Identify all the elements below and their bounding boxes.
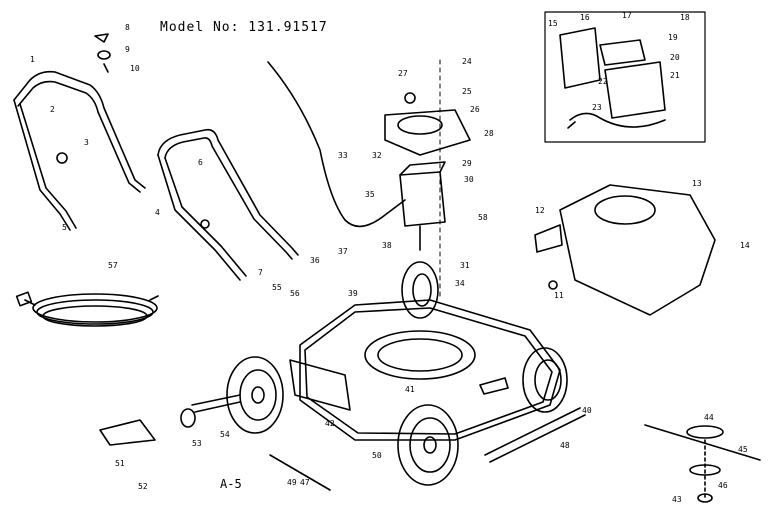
- callout-46: 46: [718, 481, 728, 490]
- callout-18: 18: [680, 13, 690, 22]
- hardware-knobs: [94, 33, 111, 73]
- upper-handle-part: [13, 70, 146, 231]
- callout-33: 33: [338, 151, 348, 160]
- callout-22: 22: [598, 77, 608, 86]
- callout-54: 54: [220, 430, 230, 439]
- callout-11: 11: [554, 291, 564, 300]
- callout-32: 32: [372, 151, 382, 160]
- callout-47: 47: [300, 478, 310, 487]
- callout-3: 3: [84, 138, 89, 147]
- callout-6: 6: [198, 158, 203, 167]
- callout-27: 27: [398, 69, 408, 78]
- power-cord-part: [15, 291, 159, 327]
- callout-45: 45: [738, 445, 748, 454]
- callout-30: 30: [464, 175, 474, 184]
- callout-17: 17: [622, 11, 632, 20]
- callout-38: 38: [382, 241, 392, 250]
- lower-handle-part: [157, 128, 299, 281]
- callout-10: 10: [130, 64, 140, 73]
- motor-mount-plate: [384, 92, 471, 156]
- callout-16: 16: [580, 13, 590, 22]
- motor-cover-part: [534, 184, 716, 316]
- callout-57: 57: [108, 261, 118, 270]
- callout-39: 39: [348, 289, 358, 298]
- callout-48: 48: [560, 441, 570, 450]
- callout-13: 13: [692, 179, 702, 188]
- callout-7: 7: [258, 268, 263, 277]
- callout-42: 42: [325, 419, 335, 428]
- rod-part: [269, 454, 331, 491]
- callout-23: 23: [592, 103, 602, 112]
- callout-9: 9: [125, 45, 130, 54]
- callout-31: 31: [460, 261, 470, 270]
- callout-56: 56: [290, 289, 300, 298]
- figure-label: A-5: [220, 477, 242, 491]
- axle-bolt: [180, 394, 241, 428]
- wheels: [226, 261, 568, 486]
- callout-53: 53: [192, 439, 202, 448]
- blade-part: [484, 407, 586, 463]
- callout-26: 26: [470, 105, 480, 114]
- callout-14: 14: [740, 241, 750, 250]
- motor-part: [399, 161, 446, 251]
- callout-24: 24: [462, 57, 472, 66]
- callout-29: 29: [462, 159, 472, 168]
- callout-51: 51: [115, 459, 125, 468]
- callout-37: 37: [338, 247, 348, 256]
- callout-19: 19: [668, 33, 678, 42]
- callout-41: 41: [405, 385, 415, 394]
- callout-4: 4: [155, 208, 160, 217]
- callout-35: 35: [365, 190, 375, 199]
- callout-49: 49: [287, 478, 297, 487]
- callout-15: 15: [548, 19, 558, 28]
- model-number-title: Model No: 131.91517: [160, 20, 328, 35]
- callout-20: 20: [670, 53, 680, 62]
- motor-cable: [267, 61, 406, 228]
- callout-50: 50: [372, 451, 382, 460]
- callout-58: 58: [478, 213, 488, 222]
- callout-25: 25: [462, 87, 472, 96]
- callout-8: 8: [125, 23, 130, 32]
- rear-bracket: [99, 419, 156, 446]
- callout-21: 21: [670, 71, 680, 80]
- mower-deck-part: [289, 299, 561, 441]
- callout-34: 34: [455, 279, 465, 288]
- callout-52: 52: [138, 482, 148, 491]
- callout-55: 55: [272, 283, 282, 292]
- callout-5: 5: [62, 223, 67, 232]
- callout-40: 40: [582, 406, 592, 415]
- switch-assembly-inset: [544, 11, 706, 143]
- callout-43: 43: [672, 495, 682, 504]
- callout-44: 44: [704, 413, 714, 422]
- callout-2: 2: [50, 105, 55, 114]
- callout-28: 28: [484, 129, 494, 138]
- callout-12: 12: [535, 206, 545, 215]
- callout-1: 1: [30, 55, 35, 64]
- callout-36: 36: [310, 256, 320, 265]
- washer-stack: [644, 424, 761, 503]
